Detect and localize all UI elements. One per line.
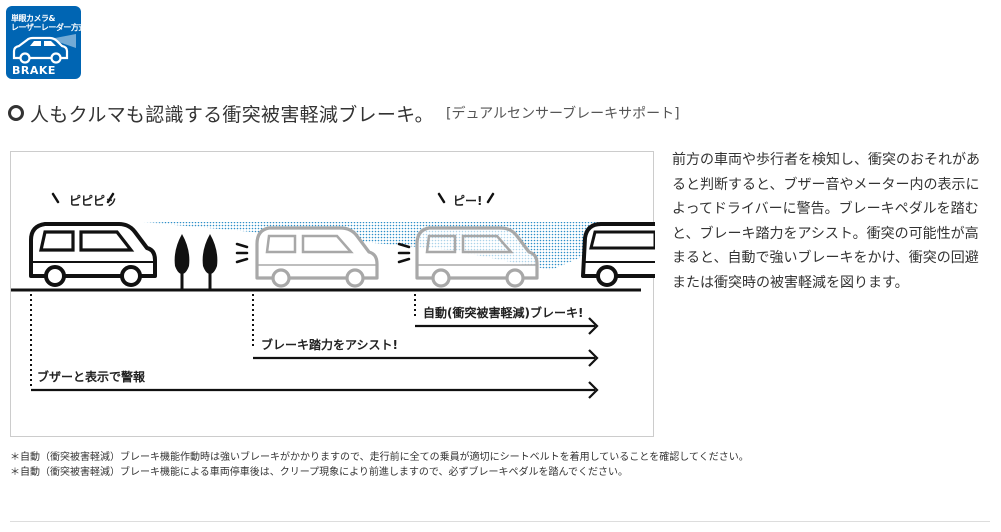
stage-auto-brake-label: 自動(衝突被害軽減)ブレーキ! [423, 306, 584, 320]
sound-marks-right-icon [437, 192, 495, 204]
ghost-car-icon [255, 226, 379, 288]
car-radar-icon [12, 34, 76, 64]
sound-marks-left-icon [51, 192, 115, 204]
tree-icon [174, 234, 218, 290]
stage-arrows [31, 317, 599, 399]
own-car-icon [29, 222, 157, 287]
stage-warning-label: ブザーと表示で警報 [37, 370, 146, 384]
section-title: 人もクルマも認識する衝突被害軽減ブレーキ。 [デュアルセンサーブレーキサポート] [8, 100, 680, 126]
brake-stage-diagram: ピピピッ ピー! 自動(衝突被害軽減)ブレーキ! ブレーキ踏力をアシスト! ブザ… [10, 151, 655, 437]
front-car-icon [581, 222, 655, 287]
footnote: ＊自動（衝突被害軽減）ブレーキ機能による車両停車後は、クリープ現象により前進しま… [10, 467, 628, 478]
footnotes: ＊自動（衝突被害軽減）ブレーキ機能作動時は強いブレーキがかかりますので、走行前に… [10, 450, 749, 480]
title-main: 人もクルマも認識する衝突被害軽減ブレーキ。 [30, 103, 434, 126]
sound-label-left: ピピピッ [69, 194, 118, 208]
bullet-ring-icon [8, 105, 24, 121]
stage-assist-label: ブレーキ踏力をアシスト! [261, 338, 398, 352]
ghost-car-icon [415, 226, 539, 288]
footnote: ＊自動（衝突被害軽減）ブレーキ機能作動時は強いブレーキがかかりますので、走行前に… [10, 452, 749, 463]
badge-line1: 単眼カメラ& [11, 14, 55, 23]
badge-label: BRAKE [12, 64, 56, 77]
feature-description: 前方の車両や歩行者を検知し、衝突のおそれがあると判断すると、ブザー音やメーター内… [672, 152, 980, 291]
divider [10, 521, 990, 522]
brake-badge: 単眼カメラ& レーザーレーダー方式 BRAKE [6, 6, 81, 79]
motion-marks-icon [397, 242, 411, 264]
title-sub: [デュアルセンサーブレーキサポート] [445, 106, 680, 122]
sound-label-right: ピー! [453, 194, 483, 208]
diagram-illustration [11, 192, 655, 399]
badge-line2: レーザーレーダー方式 [11, 23, 81, 32]
stage-markers [30, 294, 416, 388]
motion-marks-icon [235, 242, 249, 264]
